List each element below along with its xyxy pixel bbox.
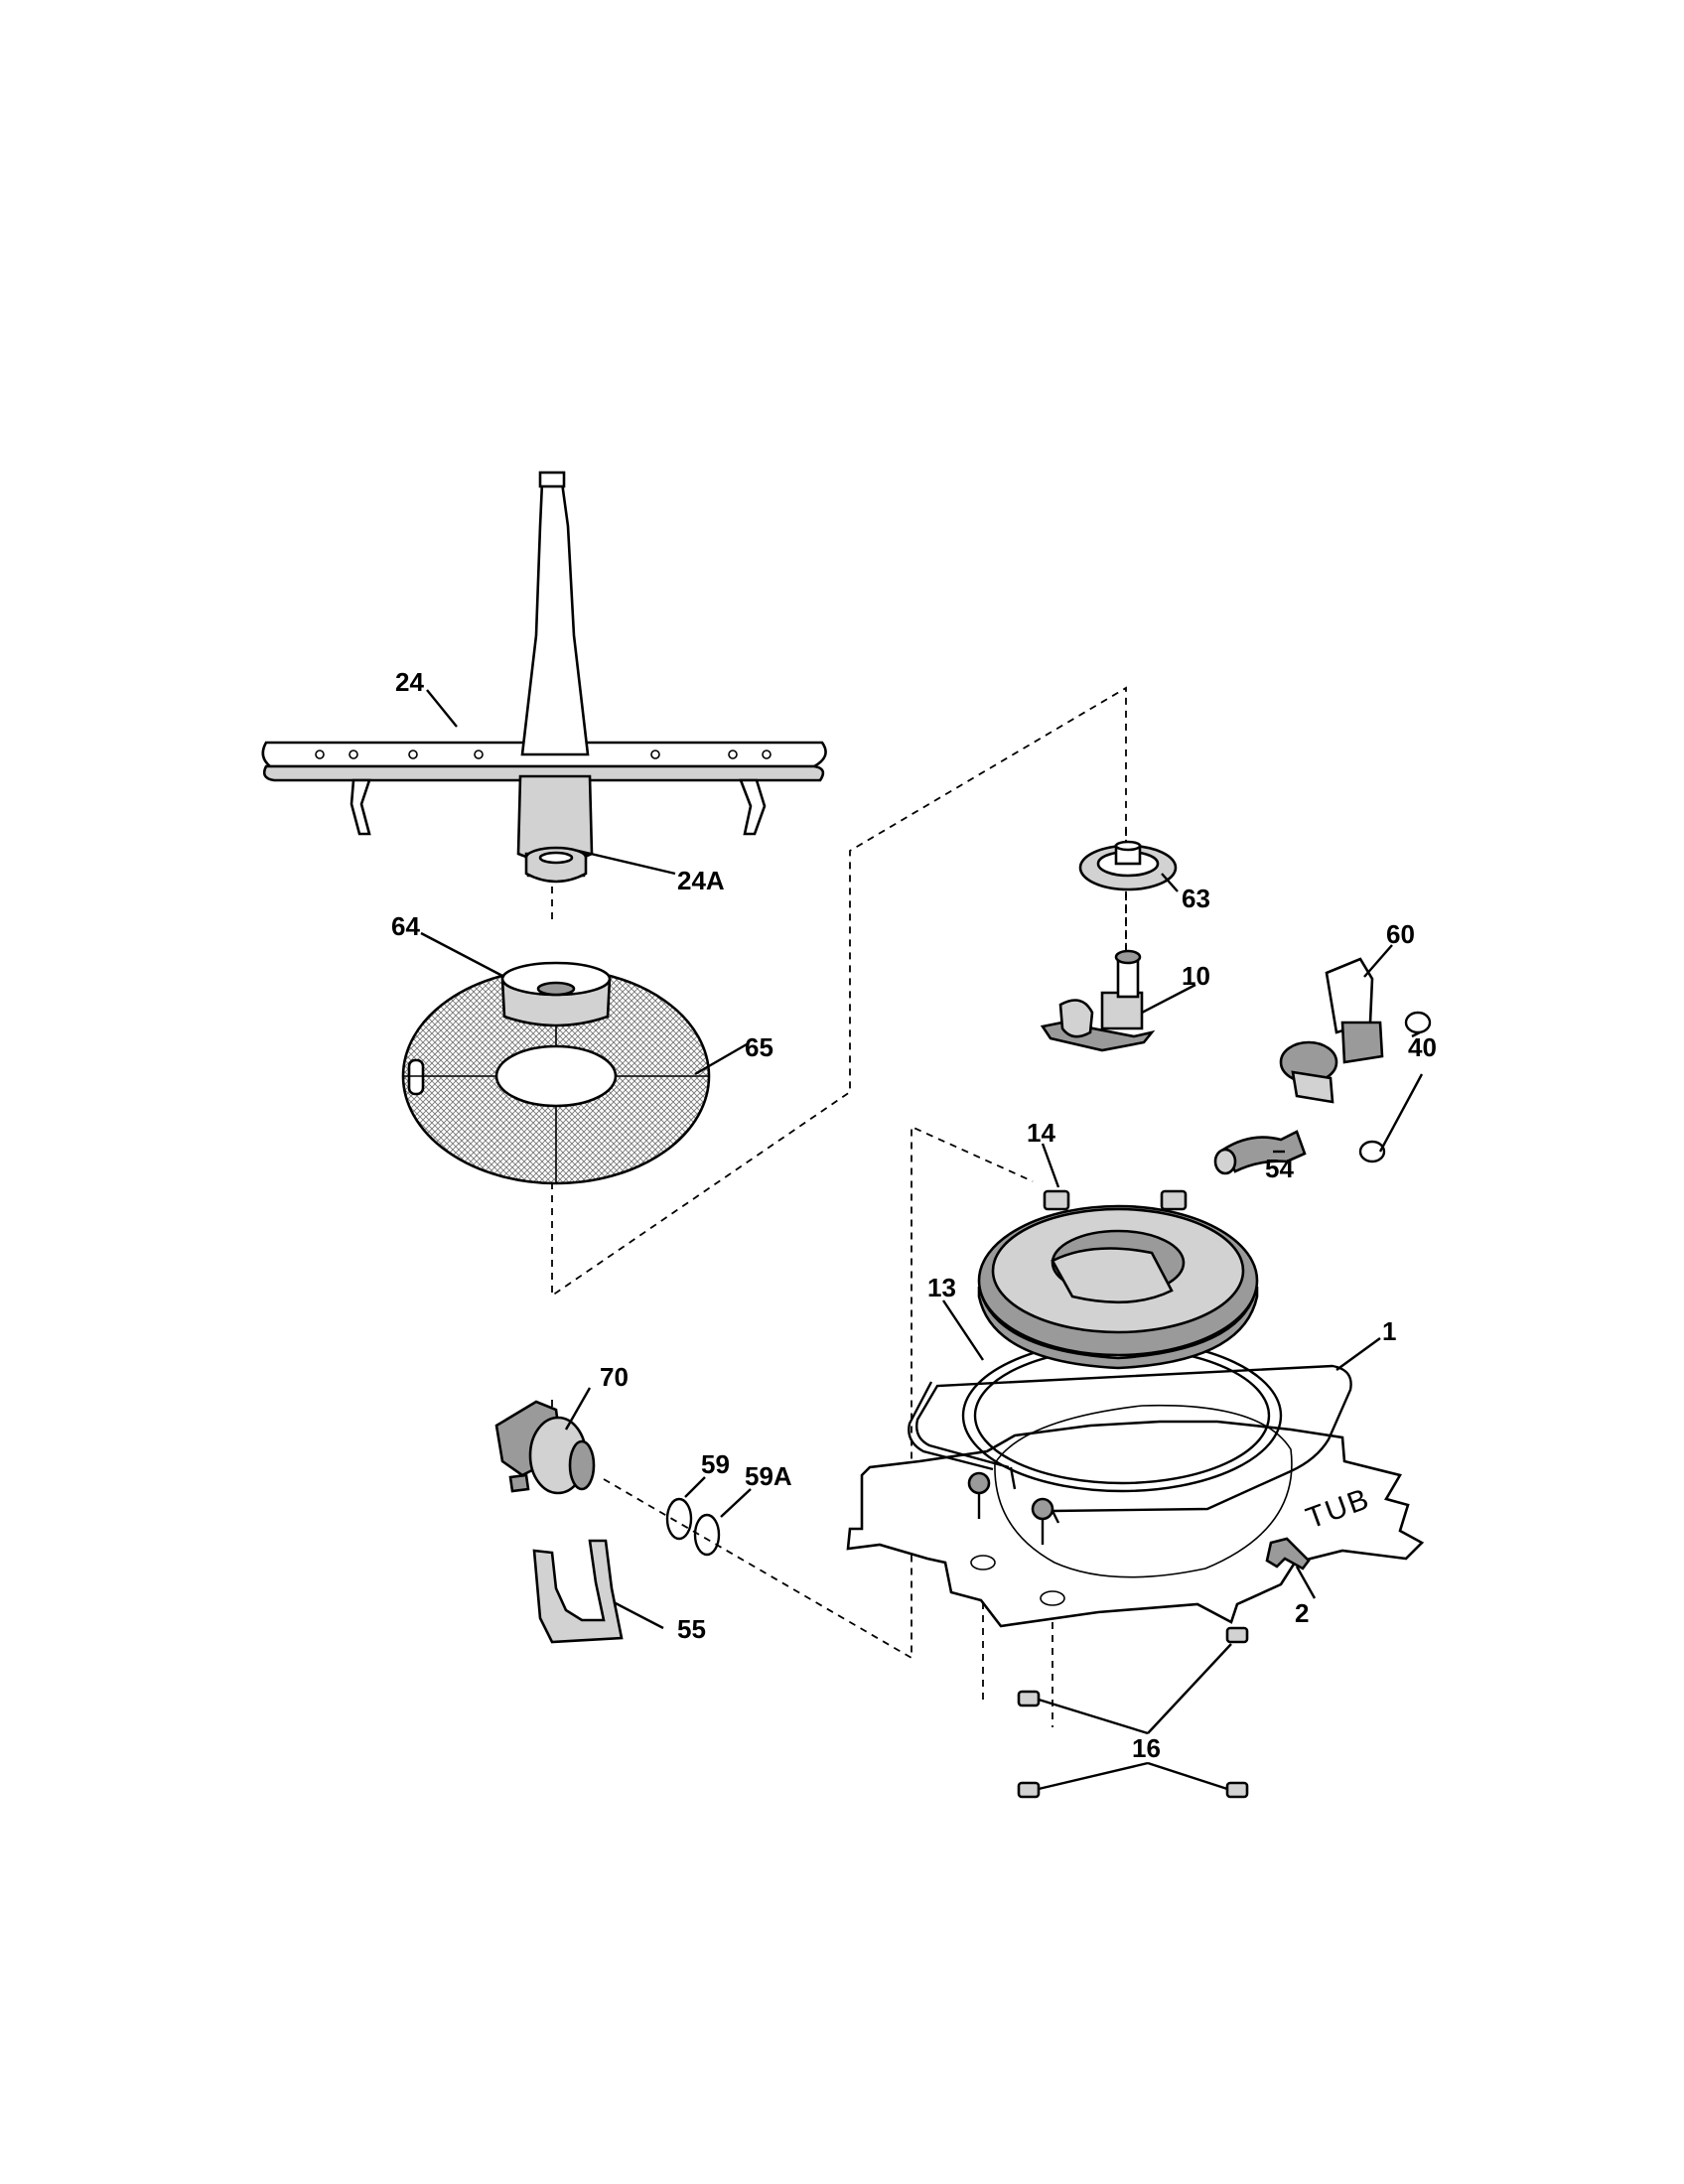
leader-lines — [420, 689, 1424, 1791]
clips-16 — [1017, 1626, 1249, 1799]
heater-1 — [908, 1364, 1352, 1524]
callout-1: 1 — [1382, 1316, 1396, 1346]
spray-arm-24 — [261, 471, 827, 878]
callout-16: 16 — [1132, 1733, 1161, 1763]
callout-13: 13 — [927, 1273, 956, 1302]
callout-60: 60 — [1386, 919, 1415, 949]
callout-65: 65 — [745, 1032, 773, 1062]
callout-10: 10 — [1182, 961, 1210, 991]
callout-24: 24 — [395, 667, 424, 697]
callout-70: 70 — [600, 1362, 629, 1392]
callout-59: 59 — [701, 1449, 730, 1479]
bearing-24a — [524, 846, 588, 884]
part-63 — [1078, 840, 1178, 891]
callout-14: 14 — [1027, 1118, 1055, 1148]
callout-59a: 59A — [745, 1461, 792, 1491]
callout-63: 63 — [1182, 884, 1210, 913]
o-rings-59 — [665, 1497, 721, 1557]
motor-70 — [494, 1400, 596, 1495]
filter-cup-64 — [500, 961, 612, 1027]
callout-24a: 24A — [677, 866, 725, 895]
hose-54 — [1213, 1130, 1307, 1175]
screws — [967, 1471, 1065, 1606]
bracket-2 — [1265, 1537, 1311, 1570]
callout-55: 55 — [677, 1614, 706, 1644]
callout-40: 40 — [1408, 1032, 1437, 1062]
inlet-valve-60 — [1279, 957, 1384, 1104]
part-10 — [1040, 949, 1156, 1052]
sump-14 — [977, 1189, 1259, 1370]
tub-floor — [846, 1404, 1425, 1628]
callout-2: 2 — [1295, 1598, 1309, 1628]
callout-64: 64 — [391, 911, 420, 941]
bracket-55 — [532, 1539, 624, 1644]
callout-labels: 24 24A 64 65 63 10 60 40 54 14 13 1 70 5… — [391, 667, 1437, 1763]
callout-54: 54 — [1265, 1154, 1294, 1183]
